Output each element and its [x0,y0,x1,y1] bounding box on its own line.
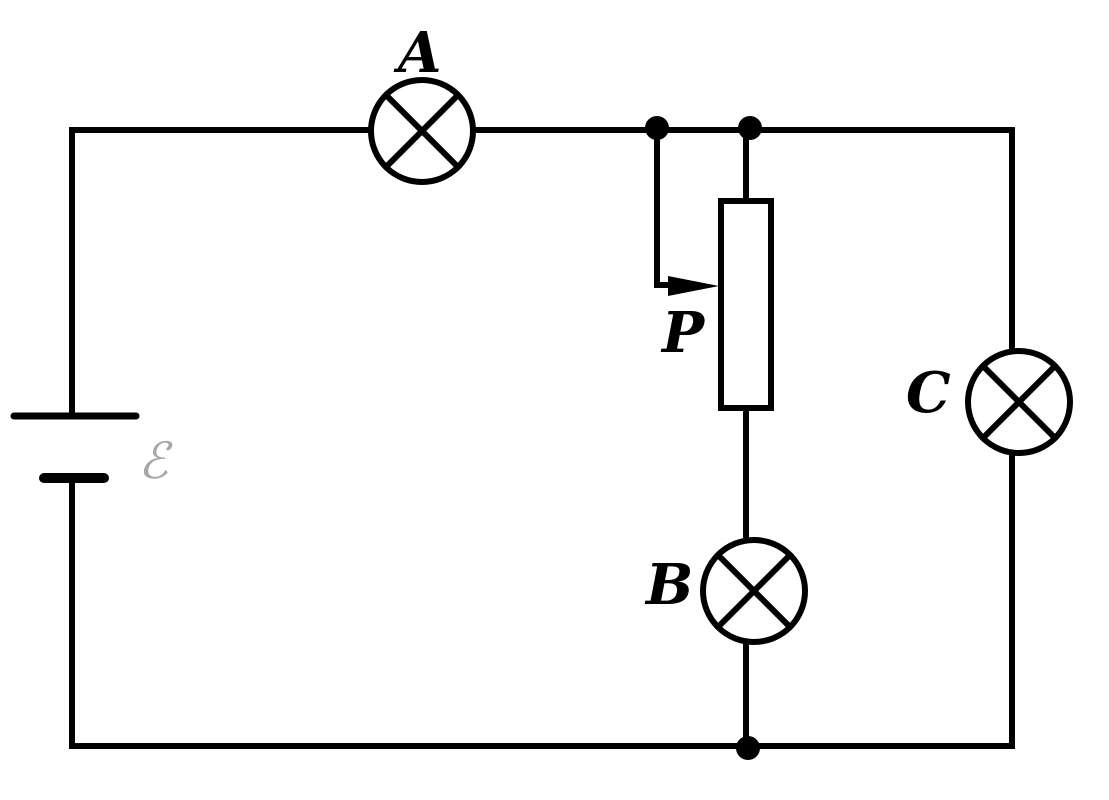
lamp-b [700,537,808,645]
lamp-icon [700,537,808,645]
wires [69,127,1015,749]
lamp-c [965,348,1073,456]
junction-dot [738,116,762,140]
lamp-icon [368,77,476,185]
slider-arrow-icon [668,276,719,296]
wire-slider-branch [654,127,675,288]
lamp-icon [965,348,1073,456]
battery-icon [10,412,140,483]
slider-label: P [660,300,706,366]
junction-dot [645,116,669,140]
junction-dot [736,736,760,760]
lamp-b-label: B [644,552,693,618]
junctions [645,116,762,760]
rheostat-icon [718,198,774,411]
rheostat [668,198,774,411]
lamp-a [368,77,476,185]
lamp-c-label: C [906,360,951,426]
lamp-a-label: A [393,20,441,86]
emf-label: ℰ [138,432,173,490]
